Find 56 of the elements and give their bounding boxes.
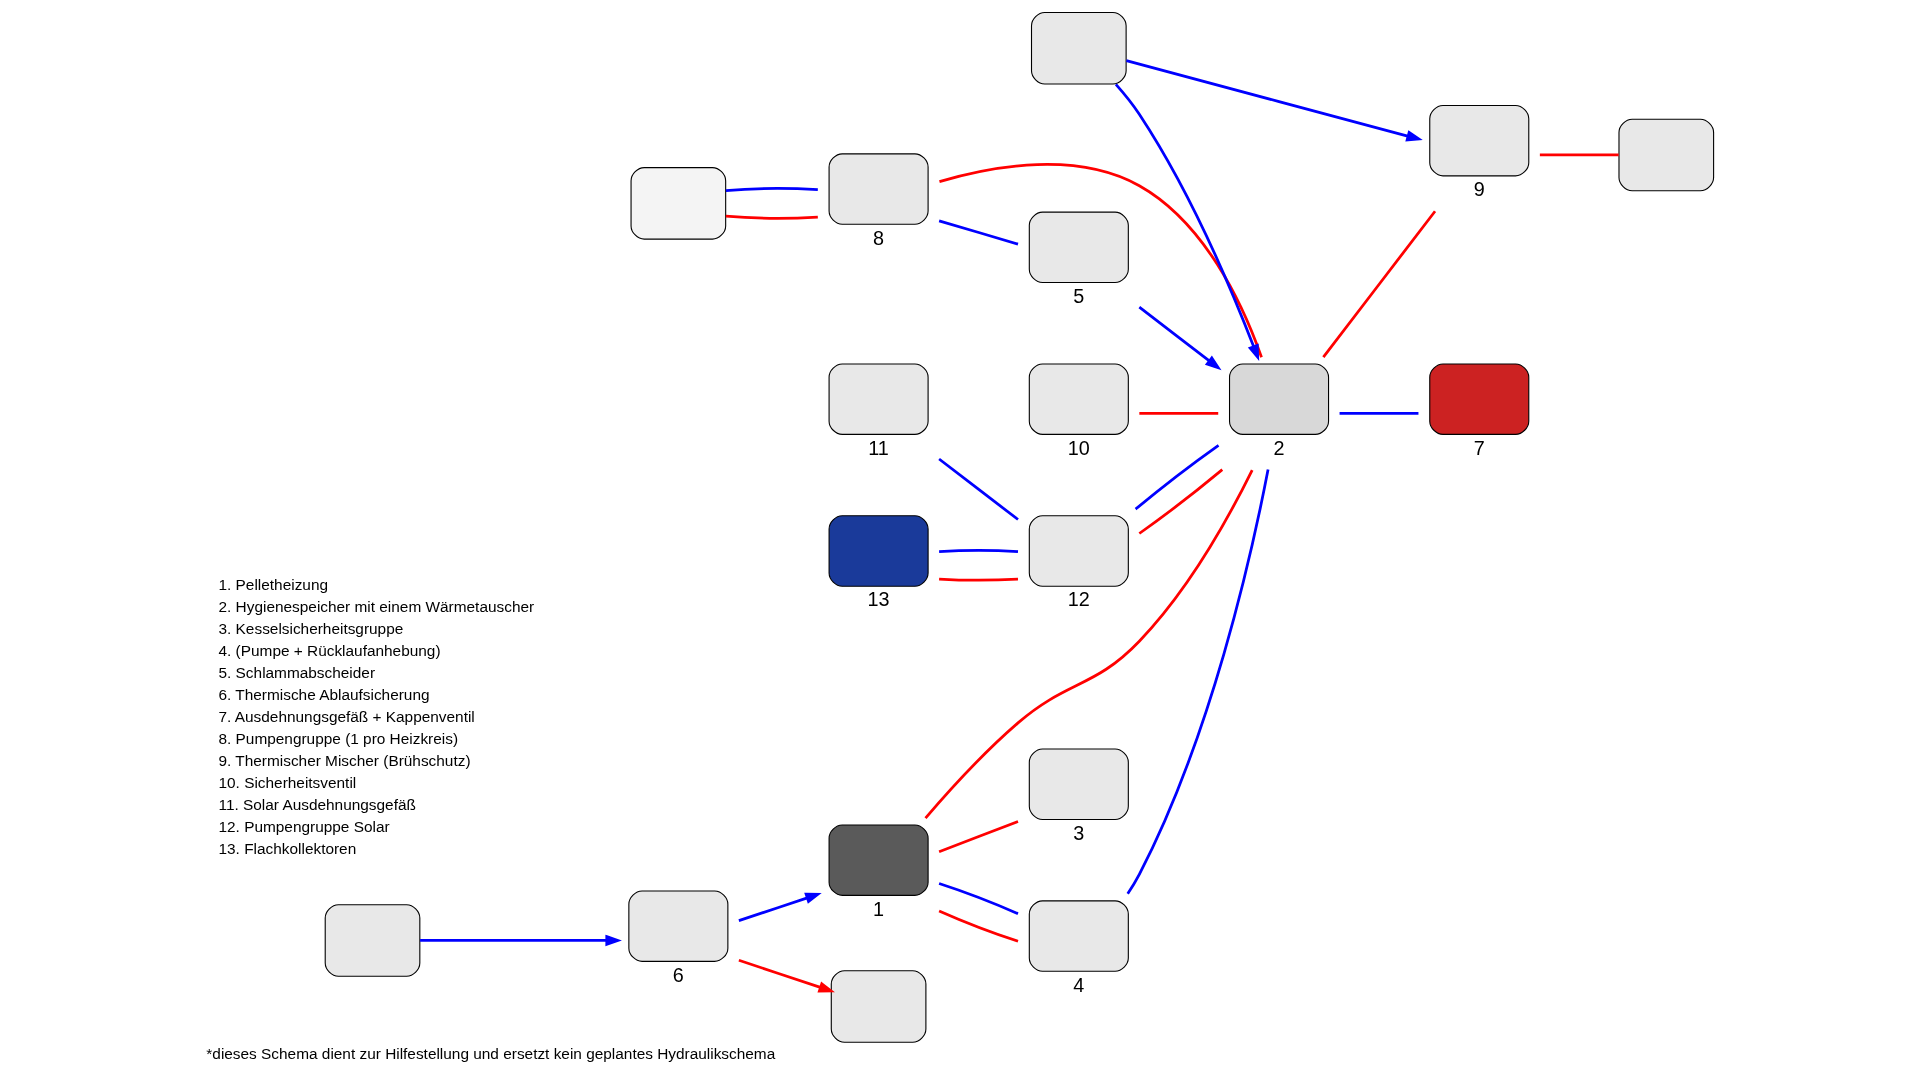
label: 7. Ausdehnungsgefäß + Kappenventil bbox=[218, 707, 475, 725]
node-label: 2 bbox=[1273, 436, 1285, 459]
node-label: 8 bbox=[873, 226, 885, 249]
connector bbox=[725, 187, 818, 192]
connector bbox=[939, 549, 1019, 553]
label: 11. Solar Ausdehnungsgefäß bbox=[218, 795, 416, 813]
label: 12. Pumpengruppe Solar bbox=[218, 817, 390, 835]
connector bbox=[938, 882, 1019, 915]
label: 10. Sicherheitsventil bbox=[218, 773, 357, 791]
node-box bbox=[1618, 118, 1715, 192]
label: 5. Schlammabscheider bbox=[218, 663, 376, 681]
node-box bbox=[630, 167, 727, 240]
arrow bbox=[738, 958, 835, 993]
node-label: 11 bbox=[868, 436, 889, 459]
node-label: 6 bbox=[672, 963, 684, 986]
node-label: 1 bbox=[873, 897, 885, 920]
node-label: 3 bbox=[1073, 821, 1085, 844]
arrow bbox=[1138, 306, 1222, 371]
node-label: 4 bbox=[1073, 973, 1085, 996]
connector bbox=[938, 909, 1019, 943]
connector bbox=[1339, 412, 1419, 415]
arrow bbox=[420, 934, 622, 947]
node-box bbox=[324, 904, 421, 977]
label: 3. Kesselsicherheitsgruppe bbox=[218, 619, 404, 637]
node-label: 9 bbox=[1473, 178, 1485, 201]
connector bbox=[938, 457, 1019, 521]
node-label: 5 bbox=[1073, 284, 1085, 307]
connector bbox=[938, 219, 1019, 246]
node-label: 10 bbox=[1067, 436, 1090, 459]
label: 8. Pumpengruppe (1 pro Heizkreis) bbox=[218, 729, 459, 747]
connector bbox=[1138, 468, 1224, 535]
label: 1. Pelletheizung bbox=[218, 575, 329, 593]
arrow bbox=[738, 892, 822, 922]
node-box bbox=[830, 970, 927, 1043]
connector bbox=[939, 577, 1019, 582]
arrow bbox=[1126, 59, 1423, 142]
connector bbox=[1139, 412, 1219, 415]
caption: *dieses Schema dient zur Hilfestellung und ersetzt kein geplantes Hydraulikschema bbox=[206, 1044, 776, 1062]
arrow bbox=[1114, 83, 1260, 361]
connector bbox=[1539, 153, 1619, 157]
connector bbox=[1322, 210, 1437, 358]
node-label: 12 bbox=[1067, 588, 1090, 611]
node-label: 7 bbox=[1473, 436, 1485, 459]
label: 6. Thermische Ablaufsicherung bbox=[218, 685, 430, 703]
connector bbox=[939, 163, 1263, 358]
node-label: 13 bbox=[867, 588, 890, 611]
label: 9. Thermischer Mischer (Brühschutz) bbox=[218, 751, 471, 769]
label: 4. (Pumpe + Rücklaufanhebung) bbox=[218, 641, 441, 659]
connector bbox=[1126, 469, 1270, 895]
connector bbox=[725, 214, 818, 220]
connector bbox=[1134, 444, 1220, 511]
node-box bbox=[1030, 11, 1127, 85]
connector bbox=[924, 469, 1254, 819]
label: 2. Hygienespeicher mit einem Wärmetauscher bbox=[218, 597, 535, 615]
label: 13. Flachkollektoren bbox=[218, 839, 357, 857]
connector bbox=[938, 820, 1019, 853]
